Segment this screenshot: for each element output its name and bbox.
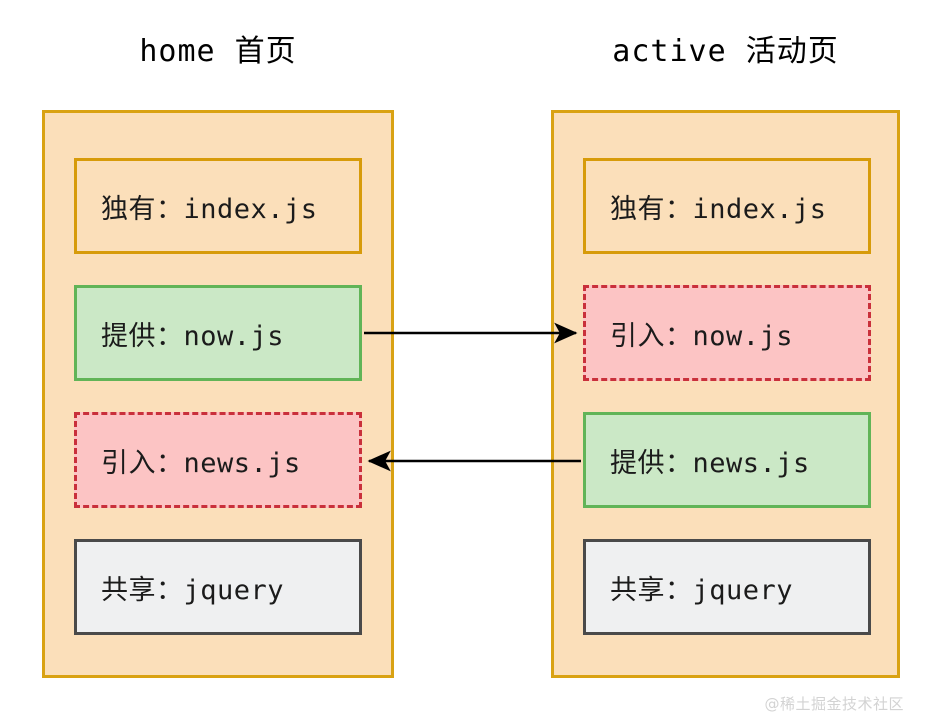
column-title-active: active 活动页 xyxy=(612,34,839,69)
module-box-active-provide: 提供：news.js xyxy=(583,412,871,508)
module-box-home-shared: 共享：jquery xyxy=(74,539,362,635)
watermark: @稀土掘金技术社区 xyxy=(764,695,904,713)
module-box-home-import: 引入：news.js xyxy=(74,412,362,508)
module-box-active-unique: 独有：index.js xyxy=(583,158,871,254)
column-title-home: home 首页 xyxy=(139,34,297,69)
module-box-home-unique: 独有：index.js xyxy=(74,158,362,254)
module-box-active-import: 引入：now.js xyxy=(583,285,871,381)
module-box-active-shared: 共享：jquery xyxy=(583,539,871,635)
module-box-home-provide: 提供：now.js xyxy=(74,285,362,381)
